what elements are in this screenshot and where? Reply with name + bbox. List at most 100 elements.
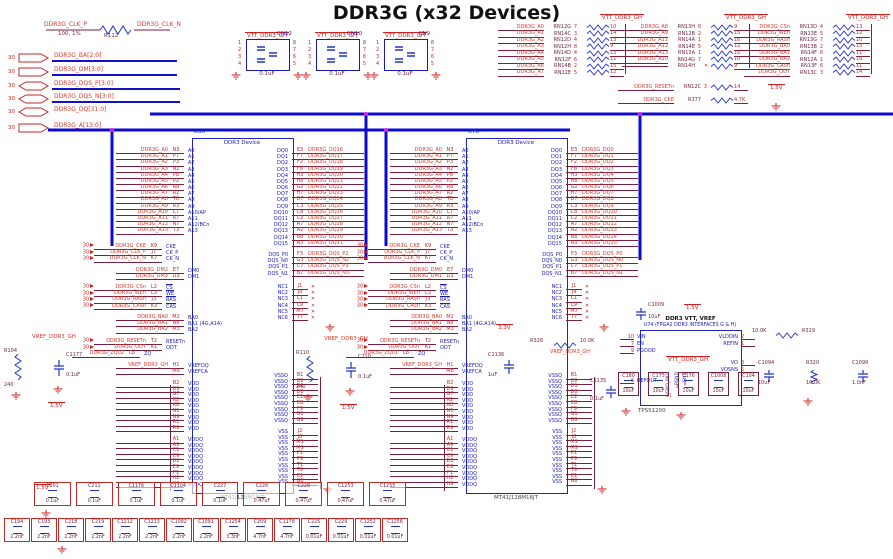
termination-row: DDR3G_A5 RN12F 6 11 [498,56,634,64]
pin-number: H1 [442,362,458,370]
pin-row: DQ8 D7 DDR3G_DQ24 [194,196,364,204]
wire [582,440,592,442]
power-rail-wire [170,385,172,491]
pin-row: VREF_DDR3_GH H1 VREFDQ [116,362,209,370]
right-pin: 7 [430,47,434,53]
cap-network-value: 0.1uF [259,71,275,77]
capacitor: C218 2.2nF [58,518,84,542]
pin-number: A7 [292,221,308,229]
net-label: DDR3G_RASn [94,296,146,304]
resnet-ref: RN13F [800,63,817,69]
capacitor-icon [255,526,265,534]
resnet-ref: RN12D [553,37,571,43]
pin-name: DQ15 [273,240,288,247]
page-ref: 30 [346,291,368,298]
capacitor: C1178 4.7nF [274,518,300,542]
resistor-value: 240 [296,384,306,390]
cap-ref: C1178 [279,520,295,525]
pin-number: N1 [168,408,184,416]
pin-row: DDR3G_A12 N7 A12/BCn [390,221,483,229]
bus-arrow-icon [18,53,50,63]
ground-icon [621,408,631,416]
capacitor: C1176 0.1uF [117,482,155,506]
pin-number: E7 [442,267,458,275]
pin-name: DQ6 [551,185,562,192]
wire [390,448,442,450]
wire [582,445,592,447]
pin-number: T3 [442,227,458,235]
pin-name: VDD [462,420,474,427]
wire [582,451,592,453]
bus-net-label: DDR3G_DM[3:0] [54,66,104,73]
pin-row: DDR3G_A5 P2 A5 [116,178,209,186]
net-label: DDR3G_DM2 [116,267,168,275]
resistor-icon [586,30,610,37]
termination-row: DDR3G_BA1 RN14F 6 11 [744,50,880,57]
wire [308,406,318,408]
pin-name: DQS_P0 [542,251,562,258]
termination-row: DDR3G_BA0 RN13B 2 15 [744,43,880,51]
pin-row: M8 VREFCA [390,368,483,376]
pin-number: B1 [292,372,308,380]
wire [116,386,168,388]
cap-network-pin-row: 2 7 [308,47,366,54]
capacitor-icon [336,526,346,534]
pin-number: M1 [292,440,308,447]
resistor-icon [554,342,576,349]
pin-number: N2 [168,166,184,173]
cap-network-value: 0.1uF [397,71,413,77]
wire [116,448,168,450]
cap-ref: C176 [682,374,695,379]
wire [308,434,318,436]
cap-ref: C1254 [225,520,241,525]
pin-number: M9 [292,445,308,453]
pin-name: DM0 [462,267,474,274]
bus-arrow-icon [18,94,50,104]
resnet-ref: RN14C [553,30,571,37]
clk-resistor-value: 100, 1% [58,31,81,37]
pin-number: B8 [292,234,308,241]
pin-row: H9 VDDQ [390,481,477,489]
pin-row: DQ11 C2 DDR3G_DQ27 [194,215,364,223]
net-label: DDR3G_A5 [390,178,442,186]
vtt-regulator: DDR3 VTT, VREF U74 (FPGA2 DDR3 INTERFACE… [470,302,893,446]
net-label: DDR3G_CLK_P [94,249,146,257]
vssq-pin-group: VSSQ B1 VSSQ B9 VSSQ D1 VSSQ D8 VSSQ [468,372,592,425]
pin-number: B1 [566,372,582,380]
pin-number: N3 [168,147,184,155]
supply-flag: 1.5V [34,484,51,491]
left-pin: 1 [376,40,380,46]
page-ref: 30 [8,125,15,131]
pin-number: A2 [566,227,582,235]
cap-network-value: 0.1uF [329,71,345,77]
left-pin: 2 [376,47,380,53]
no-connect-icon: ✕ [584,290,590,297]
resistor-ref: R377 [687,97,701,103]
pin-row: NC1 J1 ✕ [194,283,318,291]
wire [582,417,592,419]
pin-number: G2 [292,184,308,192]
pin-number: F1 [168,470,184,478]
resnet-ref: RN12A [800,56,817,63]
pin-number: C8 [566,209,582,217]
capacitor: C1091 2.2nF [193,518,219,542]
resnet-pin-b: 14 [856,69,870,77]
control-pin-group: 30 DDR3G_CSn L2 CS 30 DDR3G_WEn L3 WE 30… [346,284,450,310]
pin-row: DQ5 H8 DDR3G_DQ21 [194,178,364,186]
capacitor: C227 0.1uF [201,482,239,506]
net-label: DDR3G_ZQ02 [72,350,124,358]
resistor-ref: R110 [296,350,310,356]
net-label: DDR3G_A3 [116,166,168,173]
resnet-pin-a: 3 [703,84,708,90]
wire [582,395,592,397]
vtt-rail-label: VTT_DDR3_GH [244,32,290,39]
resistor-value: 240 [4,382,14,388]
pin-row: G7 VDD [116,392,199,399]
wire [308,456,318,458]
wire [116,414,168,416]
pin-number: L8 [398,350,414,358]
cap-ref: C226 [255,484,269,489]
pin-name: VSSQ [274,406,288,413]
pin-name: CK_P [440,250,453,257]
